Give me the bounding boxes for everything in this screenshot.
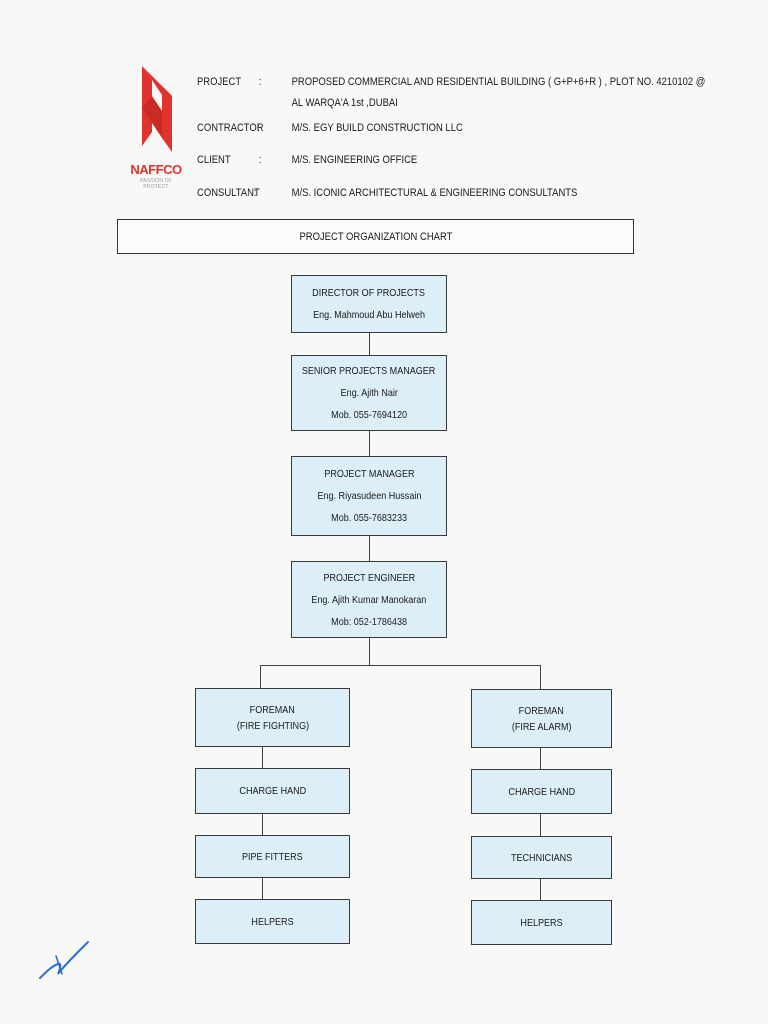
senior-pm-name: Eng. Ajith Nair [340, 387, 398, 399]
connector-senior-pm [369, 430, 370, 456]
left-charge-hand-box: CHARGE HAND [195, 768, 350, 814]
engineer-mobile: Mob: 052-1786438 [331, 615, 407, 628]
engineer-title: PROJECT ENGINEER [323, 571, 415, 584]
pipe-fitters-box: PIPE FITTERS [195, 835, 350, 878]
left-charge-hand-label: CHARGE HAND [239, 785, 306, 797]
right-foreman-title: FOREMAN [518, 704, 565, 717]
naffco-logo-mark [142, 66, 172, 152]
foreman-fire-alarm-box: FOREMAN (FIRE ALARM) [471, 689, 612, 748]
engineer-name: Eng. Ajith Kumar Manokaran [311, 593, 427, 606]
left-helpers-label: HELPERS [251, 915, 294, 928]
connector-pm-engineer [369, 535, 370, 562]
left-foreman-title: FOREMAN [249, 703, 296, 716]
consultant-colon: : [253, 187, 257, 199]
director-name: Eng. Mahmoud Abu Helweh [313, 309, 425, 321]
senior-projects-manager-box: SENIOR PROJECTS MANAGER Eng. Ajith Nair … [291, 355, 447, 431]
left-foreman-subtitle: (FIRE FIGHTING) [236, 719, 309, 732]
connector-director-senior [369, 332, 370, 356]
senior-pm-title: SENIOR PROJECTS MANAGER [302, 365, 436, 377]
project-engineer-box: PROJECT ENGINEER Eng. Ajith Kumar Manoka… [291, 561, 447, 638]
client-colon: : [258, 154, 262, 166]
logo-wordmark: NAFFCO [130, 162, 182, 177]
chart-title: PROJECT ORGANIZATION CHART [299, 230, 452, 243]
right-helpers-box: HELPERS [471, 900, 612, 945]
consultant-label: CONSULTANT [197, 187, 260, 199]
logo-tagline: PASSION OF PROTECT [139, 178, 173, 190]
chart-title-box: PROJECT ORGANIZATION CHART [117, 219, 634, 254]
contractor-label: CONTRACTOR [197, 122, 264, 134]
project-label: PROJECT [197, 76, 242, 88]
project-manager-box: PROJECT MANAGER Eng. Riyasudeen Hussain … [291, 456, 447, 536]
director-of-projects-box: DIRECTOR OF PROJECTS Eng. Mahmoud Abu He… [291, 275, 447, 333]
project-value-line-1: PROPOSED COMMERCIAL AND RESIDENTIAL BUIL… [291, 76, 706, 88]
consultant-value: M/S. ICONIC ARCHITECTURAL & ENGINEERING … [291, 187, 578, 199]
contractor-colon: : [257, 122, 260, 134]
connector-right-foreman-charge [540, 747, 541, 770]
connector-right-technicians-helpers [540, 878, 541, 901]
connector-split-left [260, 665, 261, 689]
right-charge-hand-label: CHARGE HAND [508, 785, 575, 798]
project-colon: : [258, 76, 262, 88]
senior-pm-mobile: Mob. 055-7694120 [331, 409, 407, 421]
connector-left-foreman-charge [262, 746, 263, 769]
right-charge-hand-box: CHARGE HAND [471, 769, 612, 814]
pm-mobile: Mob. 055-7683233 [331, 512, 407, 524]
naffco-logo: NAFFCO PASSION OF PROTECT [128, 66, 184, 196]
connector-split-right [540, 665, 541, 690]
client-label: CLIENT [197, 154, 231, 166]
technicians-box: TECHNICIANS [471, 836, 612, 879]
connector-left-charge-fitters [262, 813, 263, 836]
technicians-label: TECHNICIANS [510, 851, 573, 864]
pm-name: Eng. Riyasudeen Hussain [317, 490, 421, 502]
director-title: DIRECTOR OF PROJECTS [312, 287, 426, 299]
project-value-line-2: AL WARQA'A 1st ,DUBAI [291, 97, 398, 109]
handwritten-signature [39, 941, 89, 979]
connector-left-fitters-helpers [262, 877, 263, 900]
contractor-value: M/S. EGY BUILD CONSTRUCTION LLC [291, 122, 463, 134]
pm-title: PROJECT MANAGER [323, 468, 415, 480]
left-helpers-box: HELPERS [195, 899, 350, 944]
right-helpers-label: HELPERS [520, 916, 563, 929]
connector-right-charge-technicians [540, 813, 541, 837]
connector-engineer-split [369, 637, 370, 666]
connector-horizontal-split [260, 665, 541, 666]
pipe-fitters-label: PIPE FITTERS [242, 850, 303, 863]
foreman-fire-fighting-box: FOREMAN (FIRE FIGHTING) [195, 688, 350, 747]
right-foreman-subtitle: (FIRE ALARM) [511, 720, 572, 733]
client-value: M/S. ENGINEERING OFFICE [291, 154, 418, 166]
